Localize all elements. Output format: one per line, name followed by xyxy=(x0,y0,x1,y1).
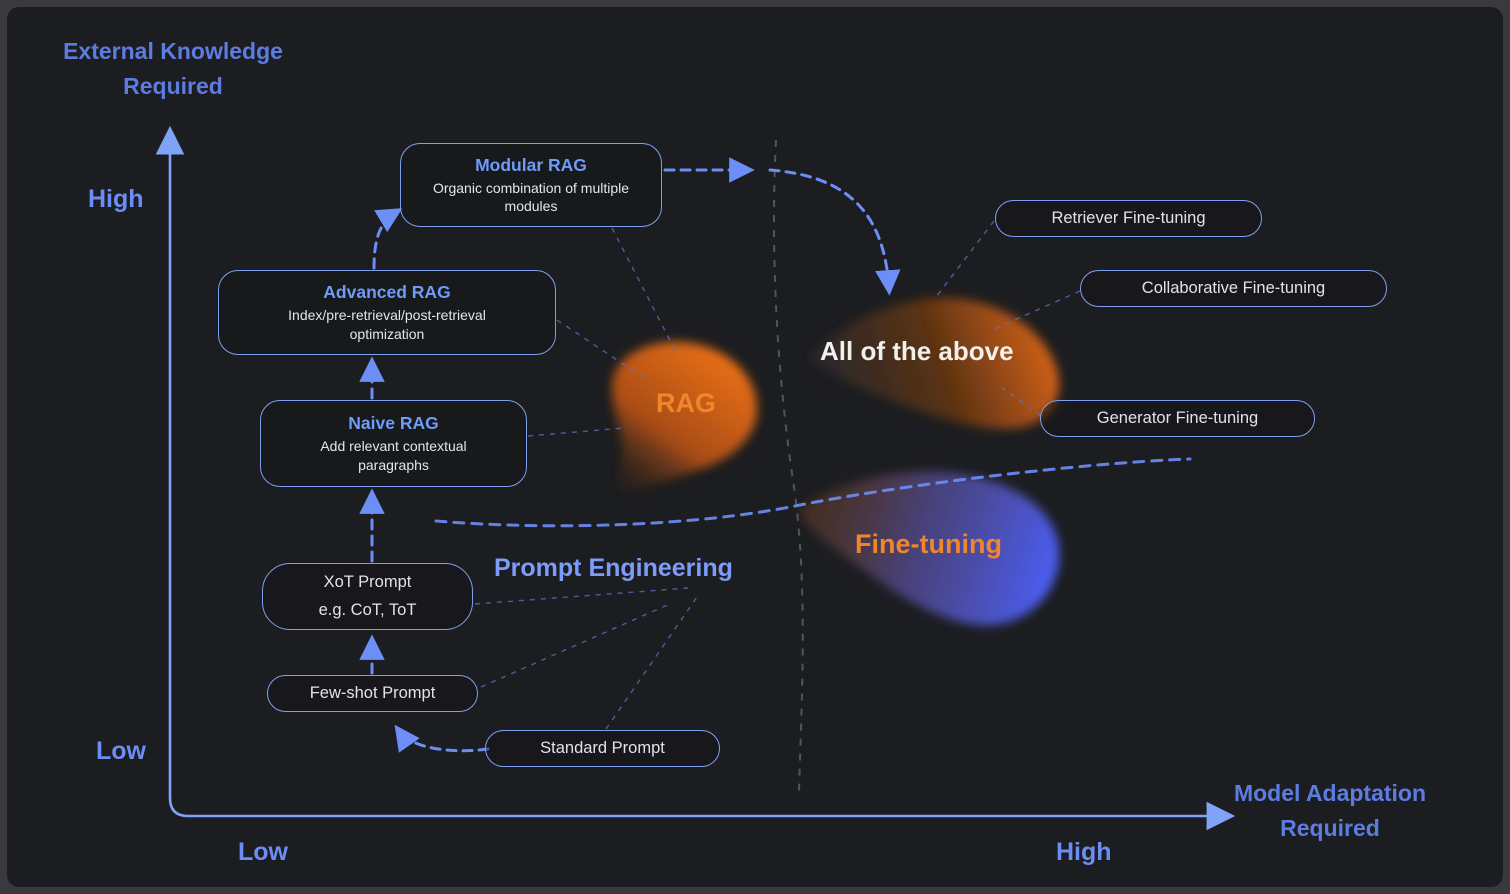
pill-standard-prompt-label: Standard Prompt xyxy=(540,739,665,757)
x-axis-title: Model Adaptation Required xyxy=(1175,776,1485,845)
region-label-rag: RAG xyxy=(656,388,716,418)
pill-few-shot-prompt-label: Few-shot Prompt xyxy=(309,684,436,702)
node-modular-rag-subtitle: Organic combination of multiple modules xyxy=(432,179,630,214)
axes-lines xyxy=(155,125,1236,831)
node-modular-rag-title: Modular RAG xyxy=(475,154,587,175)
pill-collaborative-fine-tuning-label: Collaborative Fine-tuning xyxy=(1141,279,1326,297)
x-axis-title-line2: Required xyxy=(1280,814,1380,841)
node-naive-rag: Naive RAG Add relevant contextual paragr… xyxy=(260,400,527,487)
leader-modular-rag xyxy=(611,227,677,353)
x-axis-low-label: Low xyxy=(238,838,288,866)
pill-retriever-fine-tuning: Retriever Fine-tuning xyxy=(995,200,1262,237)
node-naive-rag-title: Naive RAG xyxy=(348,413,439,434)
node-xot-prompt-line2: e.g. CoT, ToT xyxy=(318,600,417,619)
y-axis-high-label: High xyxy=(88,185,144,213)
node-advanced-rag-title: Advanced RAG xyxy=(323,282,451,303)
node-xot-prompt-line1: XoT Prompt xyxy=(323,573,412,592)
node-modular-rag: Modular RAG Organic combination of multi… xyxy=(400,143,662,227)
region-label-fine-tuning: Fine-tuning xyxy=(855,529,1002,559)
node-naive-rag-subtitle: Add relevant contextual paragraphs xyxy=(320,438,467,473)
leader-xot-prompt xyxy=(474,587,689,605)
pill-few-shot-prompt: Few-shot Prompt xyxy=(267,675,478,712)
leader-collaborative-ft xyxy=(991,290,1081,331)
region-label-all-of-the-above: All of the above xyxy=(820,336,1014,366)
leader-lines xyxy=(474,220,1081,730)
pill-generator-fine-tuning-label: Generator Fine-tuning xyxy=(1096,409,1259,427)
y-axis-low-label: Low xyxy=(96,737,146,765)
pill-collaborative-fine-tuning: Collaborative Fine-tuning xyxy=(1080,270,1387,307)
y-axis-title-line1: External Knowledge xyxy=(63,38,283,64)
x-axis-title-line1: Model Adaptation xyxy=(1233,780,1427,806)
node-xot-prompt: XoT Prompt e.g. CoT, ToT xyxy=(262,563,473,630)
node-advanced-rag-subtitle: Index/pre-retrieval/post-retrieval optim… xyxy=(288,307,486,342)
y-axis-title-line2: Required xyxy=(123,72,223,99)
leader-retriever-ft xyxy=(935,220,995,298)
arrow-to-all-of-the-above xyxy=(768,168,901,296)
pill-standard-prompt: Standard Prompt xyxy=(485,730,720,767)
pill-generator-fine-tuning: Generator Fine-tuning xyxy=(1040,400,1315,437)
pill-retriever-fine-tuning-label: Retriever Fine-tuning xyxy=(1051,209,1206,227)
leader-standard xyxy=(605,593,700,730)
leader-naive-rag xyxy=(527,427,625,437)
divider-curve-vertical xyxy=(773,139,804,793)
y-axis-title: External Knowledge Required xyxy=(28,34,318,103)
arrow-advanced-to-modular xyxy=(372,208,403,270)
x-axis-high-label: High xyxy=(1056,838,1112,866)
arrow-standard-to-fewshot xyxy=(394,724,490,753)
region-label-prompt-engineering: Prompt Engineering xyxy=(494,554,733,582)
node-advanced-rag: Advanced RAG Index/pre-retrieval/post-re… xyxy=(218,270,556,355)
